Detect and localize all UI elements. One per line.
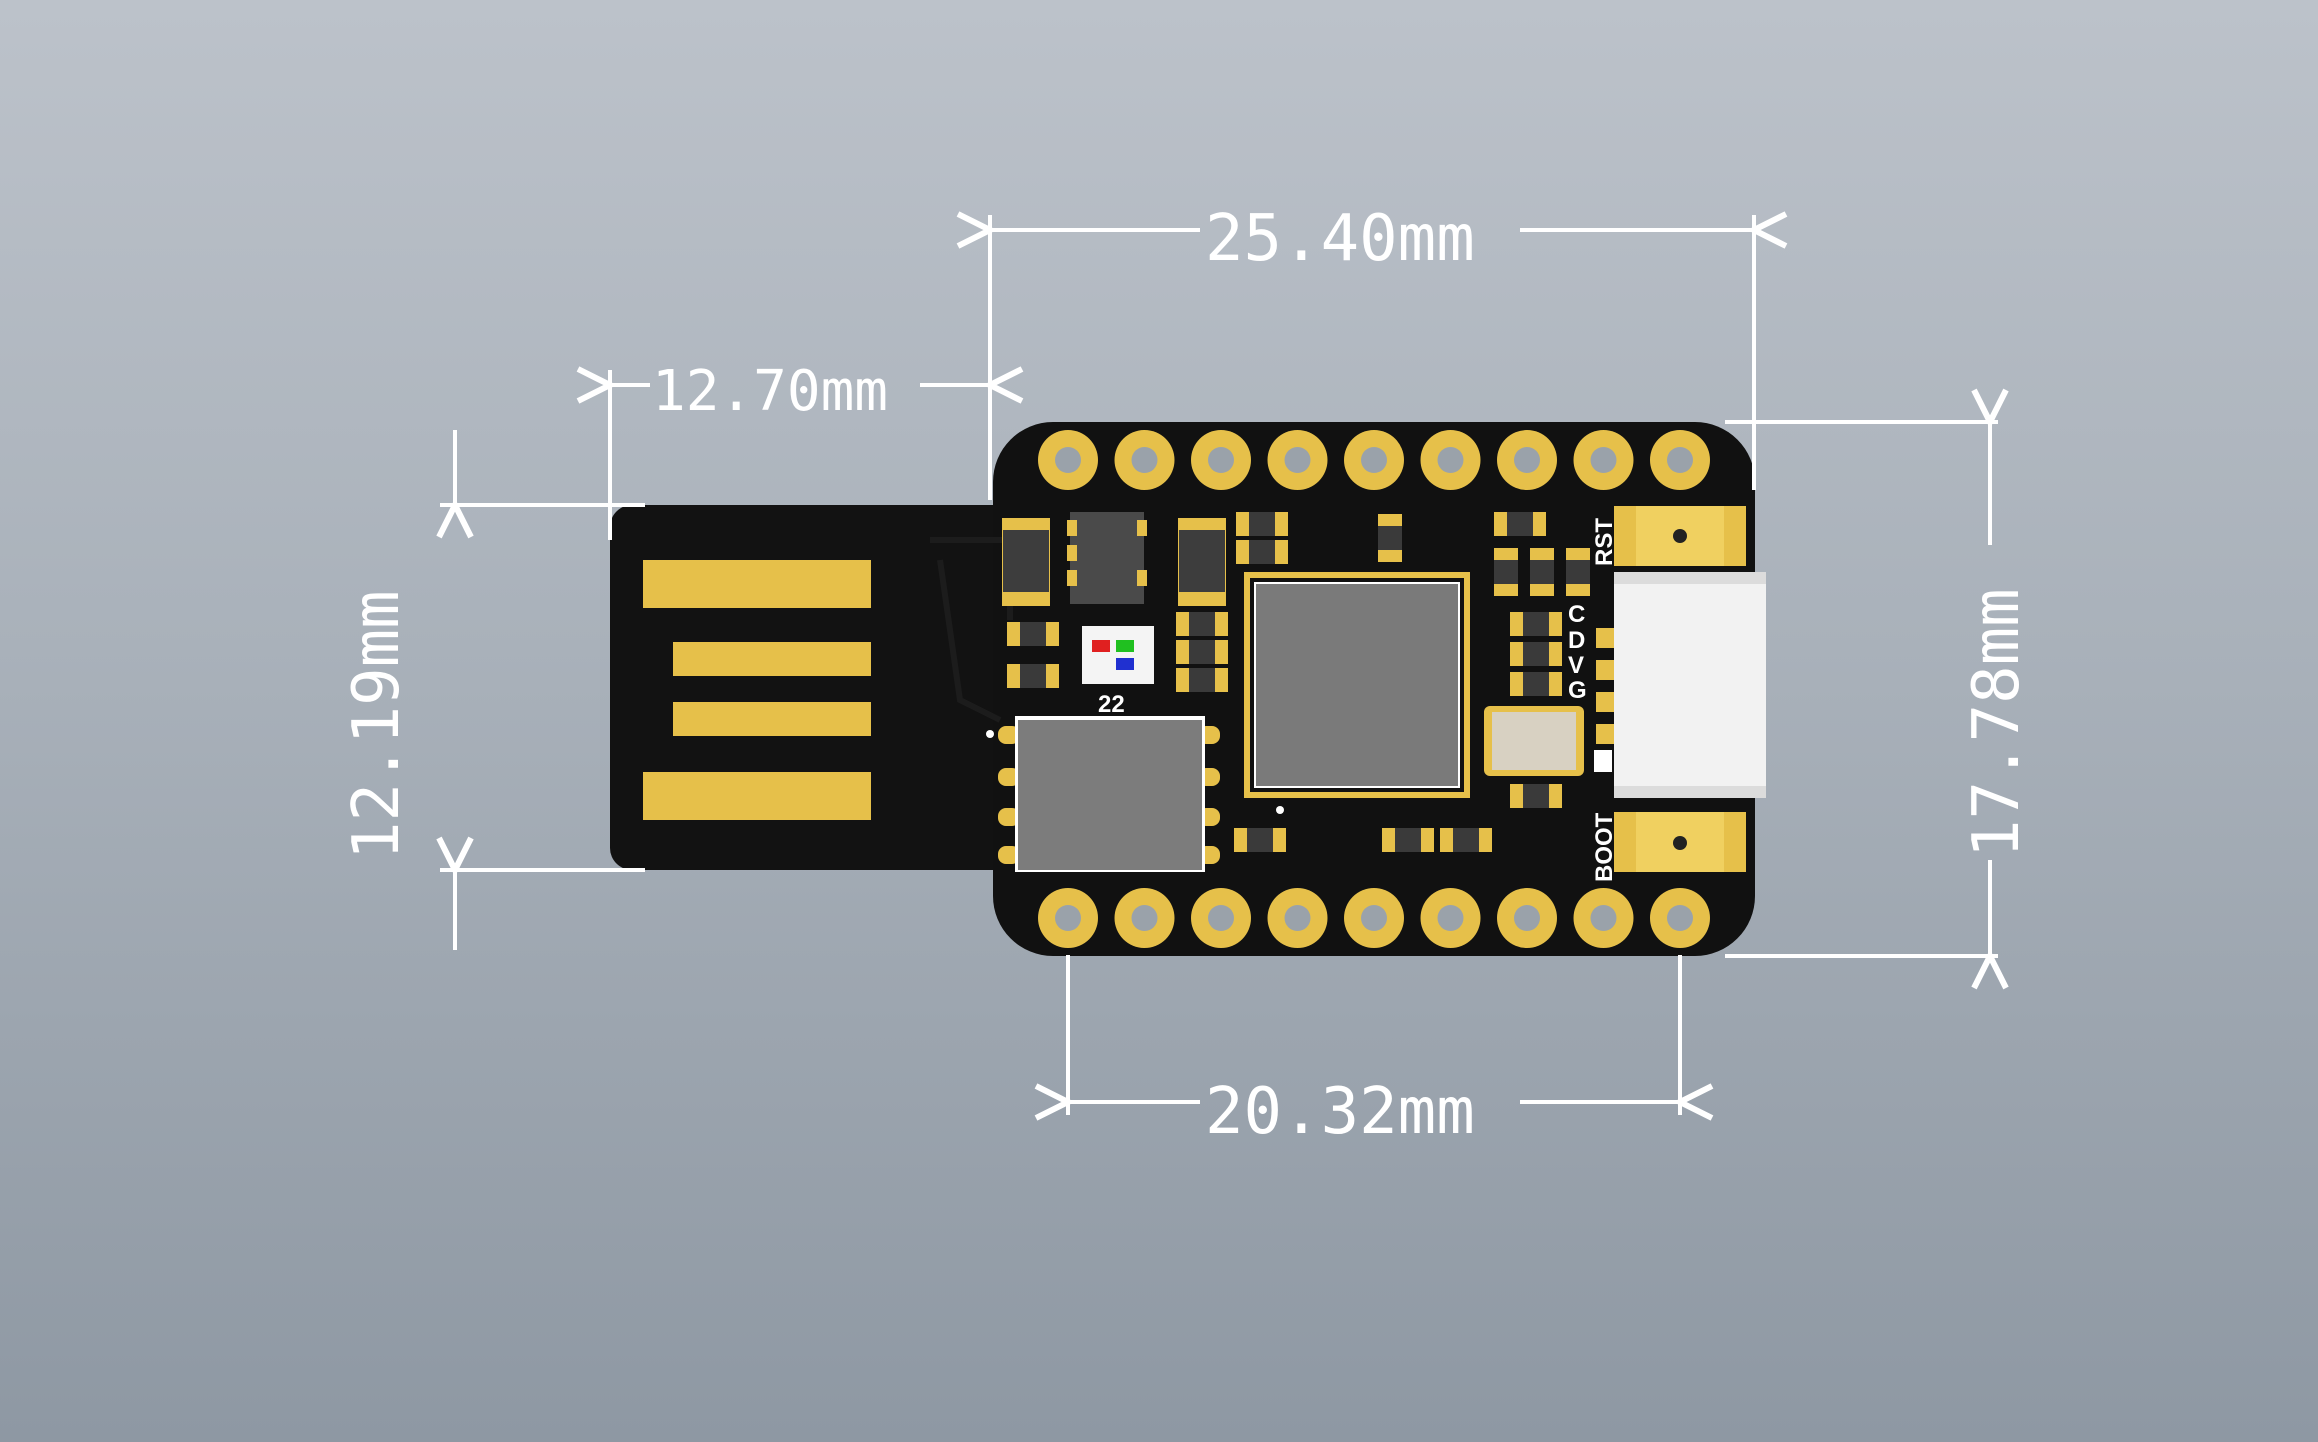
- top-pin-hole: [1055, 447, 1081, 473]
- bottom-pin-hole: [1590, 905, 1617, 931]
- bottom-header-pins: [1038, 888, 1710, 948]
- bottom-pin-hole: [1055, 905, 1081, 931]
- bottom-pin-hole: [1208, 905, 1234, 931]
- top-pin-hole: [1361, 447, 1387, 473]
- dim-pin-span: 20.32mm: [1205, 1075, 1475, 1149]
- bottom-pin-hole: [1437, 905, 1464, 931]
- dim-top-width: 25.40mm: [1205, 202, 1475, 276]
- bottom-pin-hole: [1514, 905, 1540, 931]
- top-pin-hole: [1590, 447, 1617, 473]
- crystal: [1484, 706, 1584, 776]
- bottom-pin-hole: [1361, 905, 1387, 931]
- top-pin-hole: [1208, 447, 1234, 473]
- usb-contact-2: [673, 642, 871, 676]
- top-pin-hole: [1284, 447, 1311, 473]
- top-pin-hole: [1437, 447, 1464, 473]
- usb-connector: [610, 505, 1030, 870]
- pin-label-g: G: [1568, 677, 1587, 704]
- bottom-pin-hole: [1284, 905, 1311, 931]
- rst-label: RST: [1591, 518, 1618, 566]
- small-pad: [1594, 750, 1612, 772]
- dim-connector-length: 12.70mm: [652, 359, 888, 424]
- pin-label-c: C: [1568, 601, 1585, 628]
- top-pin-hole: [1514, 447, 1540, 473]
- dim-connector-height: 12.19mm: [340, 590, 414, 860]
- pin-label-v: V: [1568, 652, 1584, 679]
- top-header-pins: [1038, 430, 1710, 490]
- usb-contact-3: [673, 702, 871, 736]
- led-label: 22: [1098, 691, 1125, 718]
- top-pin-hole: [1131, 447, 1158, 473]
- flash-chip: [986, 716, 1220, 872]
- usb-contact-1: [643, 560, 871, 608]
- top-pin-hole: [1667, 447, 1693, 473]
- dimension-lines: [440, 215, 1998, 1115]
- passive-components: [1007, 512, 1590, 852]
- bottom-pin-hole: [1131, 905, 1158, 931]
- bottom-pin-hole: [1667, 905, 1693, 931]
- dim-board-height: 17.78mm: [1960, 588, 2034, 858]
- boot-label: BOOT: [1591, 812, 1618, 882]
- boot-button: [1614, 812, 1746, 872]
- power-components: [1002, 512, 1226, 606]
- pin-label-d: D: [1568, 627, 1585, 654]
- jst-connector: [1596, 572, 1766, 798]
- rst-button: [1614, 506, 1746, 566]
- usb-contact-4: [643, 772, 871, 820]
- mcu-chip: [1244, 572, 1470, 814]
- rgb-led: [1082, 626, 1154, 684]
